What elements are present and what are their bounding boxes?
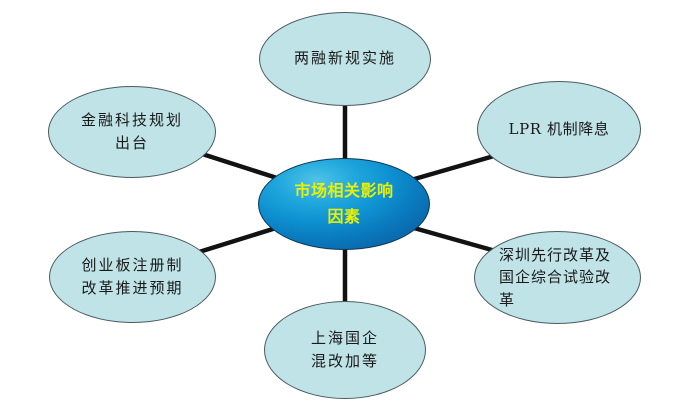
node-chinext-registration-reform[interactable]: 创业板注册制 改革推进预期 <box>49 231 216 323</box>
node-label-center: 市场相关影响 因素 <box>294 181 394 226</box>
node-label-top: 两融新规实施 <box>293 49 396 68</box>
node-label-lowleft: 创业板注册制 改革推进预期 <box>81 255 184 297</box>
node-fintech-plan[interactable]: 金融科技规划 出台 <box>48 86 216 178</box>
node-market-impact-factors[interactable]: 市场相关影响 因素 <box>258 158 430 250</box>
node-label-bottom: 上海国企 混改加等 <box>310 328 379 370</box>
edge-center-upleft <box>195 149 278 181</box>
edge-center-upright <box>410 153 495 183</box>
node-label-upright: LPR 机制降息 <box>508 119 610 138</box>
node-margin-trading-rules[interactable]: 两融新规实施 <box>259 12 431 106</box>
node-shenzhen-reform[interactable]: 深圳先行改革及 国企综合试验改 革 <box>474 231 641 324</box>
edge-center-lowleft <box>198 225 277 255</box>
node-shanghai-soe-reform[interactable]: 上海国企 混改加等 <box>264 301 426 399</box>
node-lpr-rate-cut[interactable]: LPR 机制降息 <box>477 81 641 178</box>
node-label-lowright: 深圳先行改革及 国企综合试验改 革 <box>499 245 612 309</box>
edge-center-lowright <box>413 225 493 253</box>
node-label-upleft: 金融科技规划 出台 <box>80 110 183 152</box>
